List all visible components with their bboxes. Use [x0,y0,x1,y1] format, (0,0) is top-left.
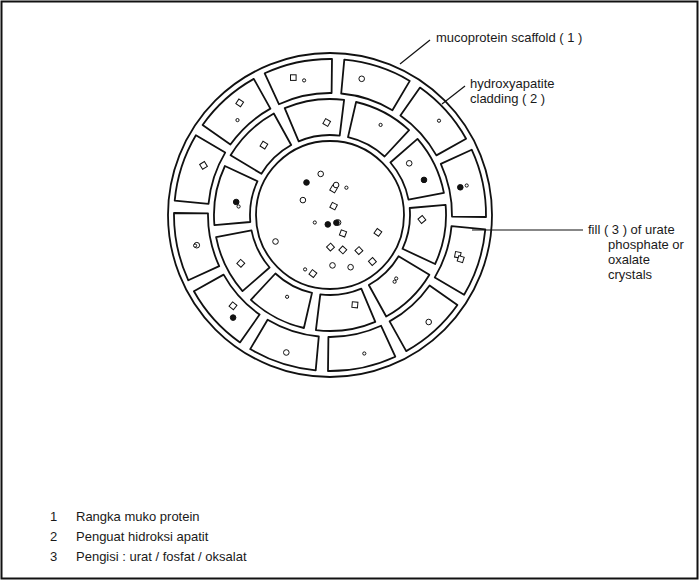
callout-number: 1 [50,509,66,524]
crystal-mark [309,270,317,278]
crystal-mark [458,185,464,191]
crystal-mark [418,216,426,224]
legend-text: Penguat hidroksi apatit [76,529,376,544]
outer-circle [168,53,492,377]
crystal-mark [291,75,297,81]
callout-number: 3 [50,549,66,564]
crystal-mark [260,141,268,149]
crystal-mark [200,162,208,170]
part-label: mucoprotein scaffold ( 1 ) [436,30,656,45]
cladding-segment [251,274,312,329]
leader-line [442,86,465,104]
crystal-mark [333,182,339,188]
cladding-segment [328,326,395,371]
crystal-mark [229,302,237,310]
crystal-mark [304,180,310,186]
crystal-mark [368,258,376,266]
crystal-mark [237,259,245,267]
crystal-mark [334,220,340,226]
crystal-mark [339,246,347,254]
crystal-mark [355,247,363,255]
crystal-mark [330,263,336,269]
crystal-mark [237,205,240,208]
cladding-segment [441,150,486,217]
crystal-mark [236,99,244,107]
crystal-mark [437,119,440,122]
crystal-mark [236,119,239,122]
crystal-mark [313,221,316,224]
cladding-segment [216,230,270,291]
cladding-segment [390,139,444,200]
crystal-mark [233,199,239,205]
cladding-segment [348,102,409,157]
cladding-segment [403,205,447,264]
part-label: fill ( 3 ) of urate phosphate or oxalate… [588,222,684,282]
crystal-mark [286,295,289,298]
crystal-mark [374,228,382,236]
cladding-segment [265,59,332,104]
crystal-mark [300,197,306,203]
cladding-segment [231,114,292,174]
crystal-mark [352,302,358,308]
leader-line [472,229,583,230]
crystal-mark [379,123,382,126]
crystal-mark [406,161,412,167]
segment-group [174,59,486,371]
cladding-segment [341,60,410,110]
crystal-mark [426,319,432,325]
cladding-segment [285,99,344,141]
crystal-mark [363,352,366,355]
cladding-segment [250,320,319,371]
crystal-mark [325,222,331,228]
crystal-mark [323,119,331,127]
crystal-mark [303,79,306,82]
crystal-mark [194,242,200,248]
callout-number: 2 [50,529,66,544]
cladding-segment [316,289,375,331]
part-label: hydroxyapatite cladding ( 2 ) [470,76,582,106]
crystal-mark [230,315,236,321]
crystal-mark [273,239,279,245]
crystal-mark [465,184,468,187]
crystal-mark [457,256,464,263]
crystal-mark [395,277,398,280]
crystal-mark [393,280,396,283]
core-circle [256,141,404,289]
crystal-mark [421,177,427,183]
crystal-group [194,75,469,356]
crystal-mark [284,350,290,356]
crystal-mark [194,244,197,247]
crystal-mark [330,202,338,210]
crystal-mark [345,186,348,189]
crystal-mark [359,76,365,82]
cladding-segment [174,213,219,280]
crystal-mark [339,230,346,237]
legend-text: Rangka muko protein [76,509,376,524]
legend-text: Pengisi : urat / fosfat / oksalat [76,549,376,564]
cladding-segment [214,166,258,225]
crystal-mark [327,243,335,251]
crystal-mark [318,171,324,177]
crystal-mark [304,268,307,271]
leader-line [400,40,430,64]
cladding-segment [369,256,430,316]
crystal-mark [348,264,354,270]
